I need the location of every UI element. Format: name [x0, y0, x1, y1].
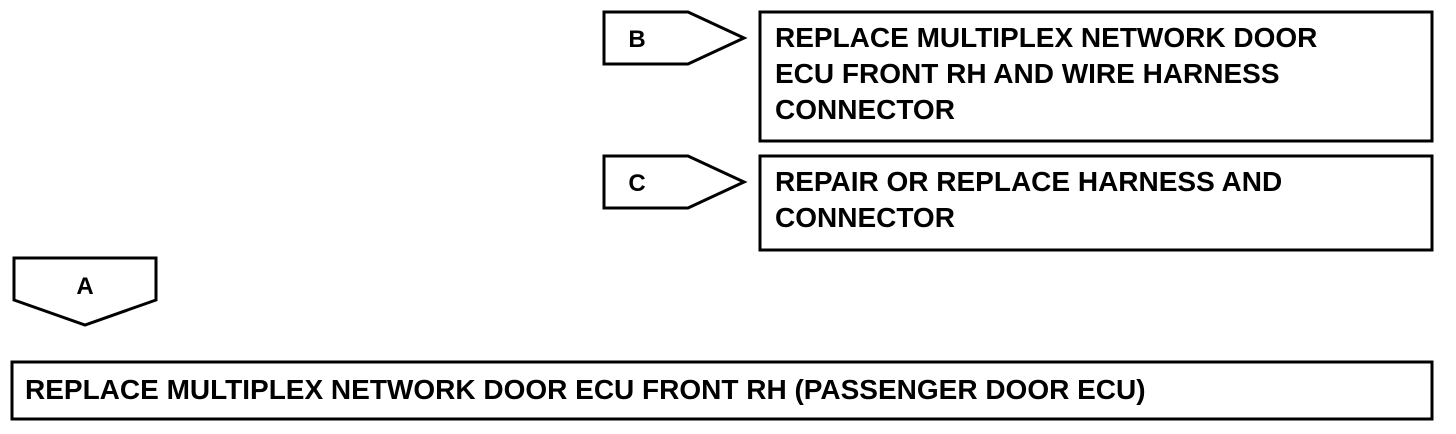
branch-a-tag-label: A [76, 273, 93, 300]
branch-b-arrow-shape [602, 10, 748, 66]
branch-b-result-text: REPLACE MULTIPLEX NETWORK DOOR ECU FRONT… [775, 20, 1317, 128]
branch-b-result-box [758, 10, 1434, 143]
branch-b-tag-label: B [628, 26, 645, 53]
branch-b-result-line-3: CONNECTOR [775, 94, 955, 125]
branch-c-result-box [758, 154, 1434, 252]
branch-c-result-line-2: CONNECTOR [775, 202, 955, 233]
branch-a-tag: A [12, 256, 158, 327]
branch-b-result-line-2: ECU FRONT RH AND WIRE HARNESS [775, 58, 1280, 89]
branch-b-result-line-1: REPLACE MULTIPLEX NETWORK DOOR [775, 22, 1318, 53]
branch-a-result-text: REPLACE MULTIPLEX NETWORK DOOR ECU FRONT… [25, 372, 1146, 408]
branch-c-tag: C [602, 154, 748, 210]
branch-c-tag-label: C [628, 170, 645, 197]
branch-b-tag: B [602, 10, 748, 66]
branch-c-result-line-1: REPAIR OR REPLACE HARNESS AND [775, 166, 1283, 197]
branch-a-arrow-shape [12, 256, 158, 327]
branch-a-result-box [10, 360, 1434, 421]
branch-a-result-line: REPLACE MULTIPLEX NETWORK DOOR ECU FRONT… [25, 374, 1146, 405]
branch-c-result-text: REPAIR OR REPLACE HARNESS AND CONNECTOR [775, 164, 1282, 236]
branch-c-arrow-shape [602, 154, 748, 210]
